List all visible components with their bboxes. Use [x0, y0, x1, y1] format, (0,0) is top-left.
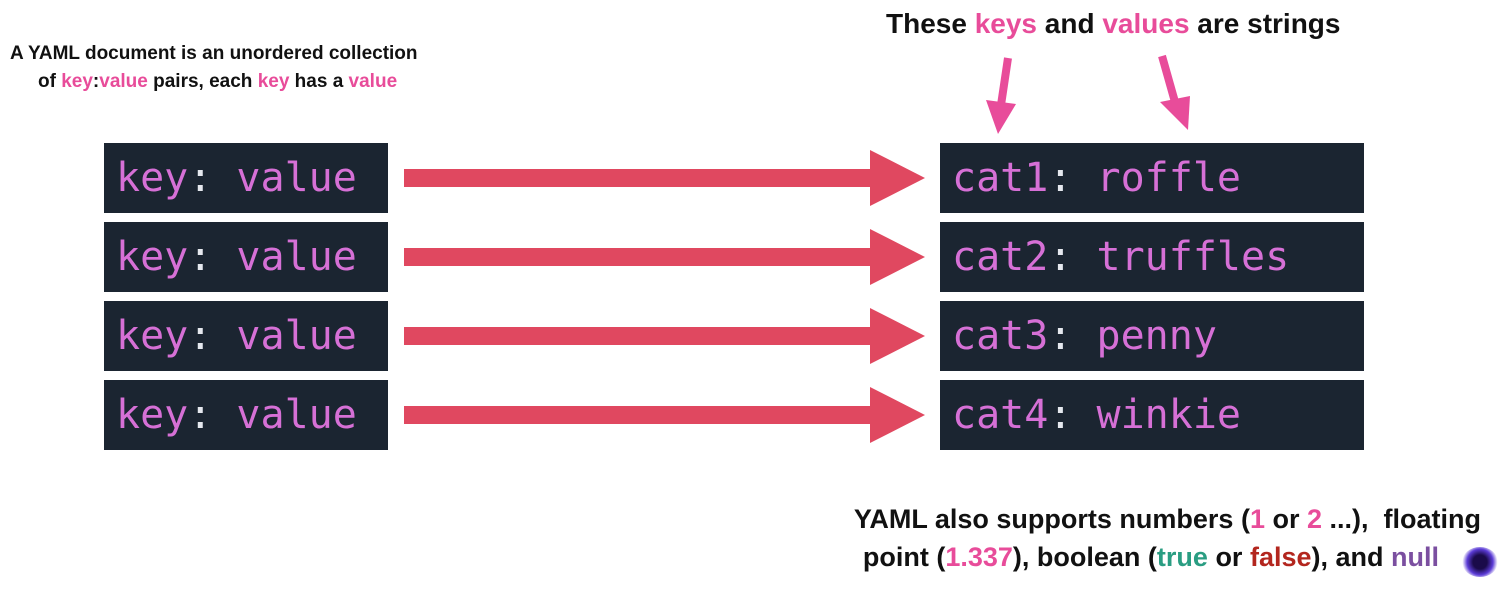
pair-key: cat4 [952, 392, 1049, 438]
cat-pair-2: cat2: truffles [940, 222, 1364, 292]
down-arrow-values [1158, 54, 1190, 130]
pair-key: key [116, 155, 189, 201]
caption-keys-word: keys [974, 8, 1037, 39]
pair-key: key [116, 234, 189, 280]
down-arrow-keys [986, 57, 1016, 134]
caption-text-part: ), and [1311, 542, 1391, 572]
intro-text-part: has a [289, 71, 349, 92]
mapping-arrow-3 [404, 308, 925, 364]
pair-colon: : [1048, 392, 1073, 438]
caption-text-part: are strings [1189, 8, 1341, 39]
types-caption-line-1: YAML also supports numbers (1 or 2 ...),… [721, 500, 1481, 538]
intro-key-word: key [61, 71, 93, 92]
strings-caption: These keys and values are strings [886, 8, 1340, 40]
intro-text-part: pairs, each [147, 71, 258, 92]
pair-value: value [212, 155, 357, 201]
boolean-true-example: true [1156, 542, 1208, 572]
caption-text-part: and [1037, 8, 1103, 39]
mapping-arrow-2 [404, 229, 925, 285]
intro-value-word: value [348, 71, 398, 92]
generic-pair-1: key: value [104, 143, 388, 213]
types-caption: YAML also supports numbers (1 or 2 ...),… [721, 500, 1481, 576]
generic-pair-4: key: value [104, 380, 388, 450]
number-example: 2 [1306, 504, 1323, 534]
pair-value: roffle [1072, 155, 1242, 201]
pair-colon: : [188, 313, 213, 359]
caption-text-part: These [886, 8, 975, 39]
pair-key: cat2 [952, 234, 1049, 280]
float-example: 1.337 [945, 542, 1013, 572]
intro-line-2: of key:value pairs, each key has a value [10, 68, 490, 96]
pair-key: cat1 [952, 155, 1049, 201]
caption-text-part: or [1264, 504, 1307, 534]
pair-value: value [212, 313, 357, 359]
boolean-false-example: false [1249, 542, 1312, 572]
pair-colon: : [188, 234, 213, 280]
caption-values-word: values [1102, 8, 1190, 39]
caption-text-part: ...), floating [1322, 504, 1481, 534]
intro-line-1: A YAML document is an unordered collecti… [10, 40, 490, 68]
generic-pair-2: key: value [104, 222, 388, 292]
pair-value: penny [1072, 313, 1217, 359]
intro-text-part: A YAML document is an unordered collecti… [10, 43, 418, 64]
pair-key: key [116, 313, 189, 359]
types-caption-line-2: point (1.337), boolean (true or false), … [721, 538, 1481, 576]
pair-key: key [116, 392, 189, 438]
null-example: null [1391, 542, 1439, 572]
pair-key: cat3 [952, 313, 1049, 359]
mapping-arrow-4 [404, 387, 925, 443]
intro-text-part: : [92, 71, 100, 92]
mapping-arrow-1 [404, 150, 925, 206]
cat-pair-1: cat1: roffle [940, 143, 1364, 213]
pair-colon: : [1048, 155, 1073, 201]
pair-value: truffles [1072, 234, 1290, 280]
intro-text-part: of [38, 71, 62, 92]
pair-colon: : [188, 392, 213, 438]
cursor-highlight-icon [1462, 547, 1498, 577]
pair-colon: : [188, 155, 213, 201]
intro-value-word: value [99, 71, 148, 92]
number-example: 1 [1249, 504, 1265, 534]
caption-text-part: YAML also supports numbers ( [853, 504, 1250, 534]
intro-text: A YAML document is an unordered collecti… [10, 40, 490, 96]
pair-value: winkie [1072, 392, 1242, 438]
caption-text-part: ), boolean ( [1012, 542, 1157, 572]
generic-pair-3: key: value [104, 301, 388, 371]
caption-text-part: or [1207, 542, 1250, 572]
cat-pair-3: cat3: penny [940, 301, 1364, 371]
pair-colon: : [1048, 234, 1073, 280]
pair-value: value [212, 234, 357, 280]
pair-colon: : [1048, 313, 1073, 359]
cat-pair-4: cat4: winkie [940, 380, 1364, 450]
pair-value: value [212, 392, 357, 438]
caption-text-part: point ( [862, 542, 946, 572]
intro-key-word: key [257, 71, 290, 92]
